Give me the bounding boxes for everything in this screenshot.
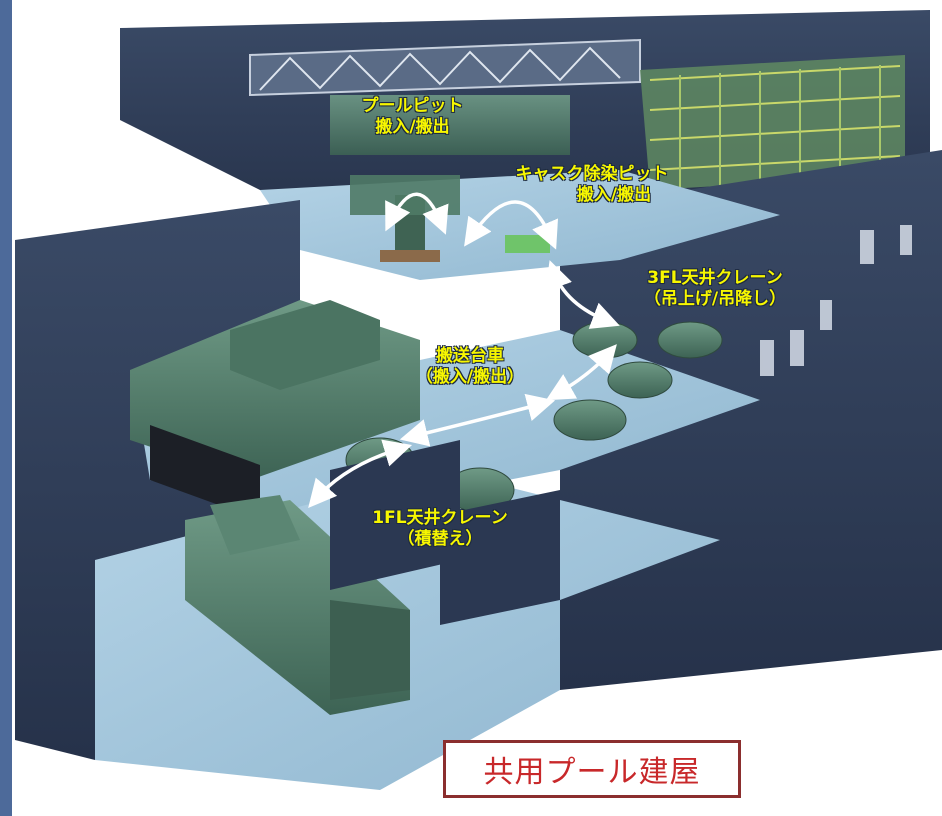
transport-cart-arrow-b bbox=[399, 393, 556, 447]
label-cask-pit-line1: キャスク除染ピット bbox=[515, 164, 669, 184]
pool-pit-equipment bbox=[330, 95, 570, 155]
cask-pit-green-area bbox=[505, 235, 550, 253]
label-crane-3fl-line1: 3FL天井クレーン bbox=[647, 268, 783, 288]
label-crane-1fl-line2: （積替え） bbox=[397, 529, 483, 549]
label-crane-3fl-line2: （吊上げ/吊降し） bbox=[643, 289, 787, 309]
transport-vehicle bbox=[185, 495, 410, 715]
cask-handling-unit bbox=[130, 300, 420, 520]
pool-pit-arrow bbox=[385, 192, 449, 235]
label-pool-pit: プールピット 搬入/搬出 bbox=[340, 96, 485, 138]
building-title-box: 共用プール建屋 bbox=[443, 740, 741, 798]
cask-pit-arrow bbox=[464, 200, 558, 250]
label-crane-1fl-line1: 1FL天井クレーン bbox=[372, 508, 508, 528]
crane-3fl-arrow bbox=[545, 260, 620, 329]
crane-1fl-arrow bbox=[308, 439, 413, 508]
label-cask-pit-line2: 搬入/搬出 bbox=[576, 185, 652, 205]
building-title: 共用プール建屋 bbox=[483, 755, 701, 790]
label-transport-cart-line1: 搬送台車 bbox=[436, 346, 504, 366]
upper-right-frame-structure bbox=[640, 55, 905, 190]
label-transport-cart: 搬送台車 （搬入/搬出） bbox=[385, 346, 555, 388]
flow-arrows bbox=[308, 192, 620, 508]
left-edge-strip bbox=[0, 0, 12, 816]
transport-cart-arrow-a bbox=[545, 344, 617, 401]
label-crane-3fl: 3FL天井クレーン （吊上げ/吊降し） bbox=[605, 268, 825, 310]
label-pool-pit-line2: 搬入/搬出 bbox=[375, 117, 450, 137]
roof-truss bbox=[249, 38, 641, 97]
label-cask-pit: キャスク除染ピット 搬入/搬出 bbox=[502, 164, 682, 206]
label-transport-cart-line2: （搬入/搬出） bbox=[415, 367, 525, 387]
label-pool-pit-line1: プールピット bbox=[361, 96, 464, 116]
label-crane-1fl: 1FL天井クレーン （積替え） bbox=[355, 508, 525, 550]
